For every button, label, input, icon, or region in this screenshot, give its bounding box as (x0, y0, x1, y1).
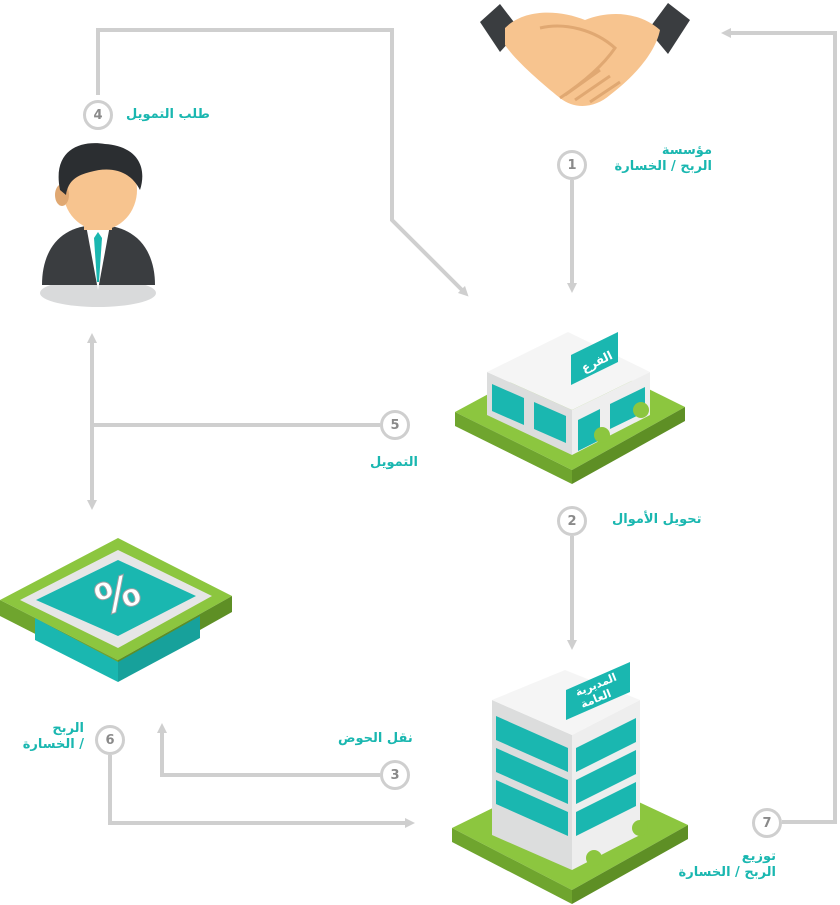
branch-building-icon (455, 332, 685, 484)
headquarters-building-icon (452, 662, 688, 904)
step-5-label: التمويل (370, 455, 418, 470)
step-7-badge: 7 (752, 808, 782, 838)
arrow-6-to-hq (108, 755, 415, 828)
step-3-label: نقل الحوض (338, 731, 413, 746)
step-2-label: تحويل الأموال (612, 512, 702, 527)
connector-lines (87, 28, 837, 828)
step-4-label: طلب التمويل (126, 107, 210, 122)
step-5-badge: 5 (380, 410, 410, 440)
step-6-label: الربح / الخسارة (22, 721, 84, 752)
arrow-7-to-handshake (721, 28, 837, 824)
arrow-4-to-branch (96, 28, 469, 297)
step-7-label: توزيع الربح / الخسارة (678, 849, 776, 880)
arrow-5-up-to-person (87, 333, 380, 427)
step-1-label: مؤسسة الربح / الخسارة (614, 143, 712, 174)
handshake-icon (480, 3, 690, 106)
step-1-badge: 1 (557, 150, 587, 180)
arrow-3-to-pool (157, 723, 380, 777)
step-6-badge: 6 (95, 725, 125, 755)
step-2-badge: 2 (557, 506, 587, 536)
step-4-badge: 4 (83, 100, 113, 130)
pool-icon (0, 538, 232, 682)
step-3-badge: 3 (380, 760, 410, 790)
businessman-icon (40, 143, 156, 307)
